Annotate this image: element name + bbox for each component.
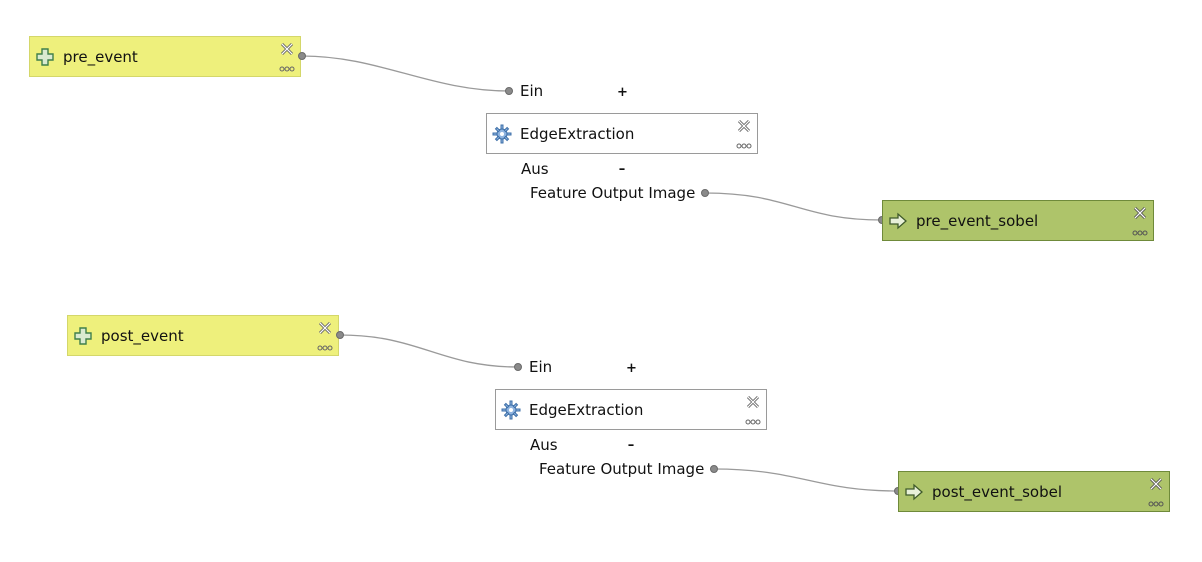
link-post-event-to-ein — [339, 334, 519, 368]
output-port[interactable] — [298, 52, 306, 60]
input-section-label: Ein — [520, 82, 544, 100]
input-node-label: pre_event — [63, 47, 138, 66]
close-icon[interactable] — [279, 41, 295, 57]
input-node-label: post_event — [101, 326, 184, 345]
gear-icon — [501, 400, 521, 420]
algorithm-node-edge-extraction[interactable]: EdgeExtraction — [486, 113, 758, 154]
more-options-icon[interactable] — [736, 143, 752, 149]
input-port[interactable] — [505, 87, 513, 95]
output-node-label: post_event_sobel — [932, 482, 1063, 501]
algorithm-node-edge-extraction[interactable]: EdgeExtraction — [495, 389, 767, 430]
link-pre-event-to-ein — [301, 55, 510, 92]
output-node-pre-event-sobel[interactable]: pre_event_sobel — [882, 200, 1154, 241]
more-options-icon[interactable] — [1148, 501, 1164, 507]
output-section-label: Aus — [521, 160, 549, 178]
close-icon[interactable] — [745, 394, 761, 410]
plus-input-icon — [73, 326, 93, 346]
collapse-outputs-toggle[interactable]: – — [618, 162, 626, 177]
gear-icon — [492, 124, 512, 144]
input-node-post-event[interactable]: post_event — [67, 315, 339, 356]
output-node-label: pre_event_sobel — [916, 211, 1039, 230]
close-icon[interactable] — [1148, 476, 1164, 492]
arrow-output-icon — [888, 211, 908, 231]
output-port[interactable] — [701, 189, 709, 197]
input-section-label: Ein — [529, 358, 553, 376]
output-port[interactable] — [710, 465, 718, 473]
plus-input-icon — [35, 47, 55, 67]
more-options-icon[interactable] — [279, 66, 295, 72]
close-icon[interactable] — [317, 320, 333, 336]
link-feature-output-to-post-sobel — [713, 468, 899, 492]
more-options-icon[interactable] — [1132, 230, 1148, 236]
link-feature-output-to-pre-sobel — [704, 192, 883, 221]
more-options-icon[interactable] — [745, 419, 761, 425]
expand-inputs-toggle[interactable]: + — [617, 85, 628, 100]
close-icon[interactable] — [736, 118, 752, 134]
more-options-icon[interactable] — [317, 345, 333, 351]
output-section-label: Aus — [530, 436, 558, 454]
output-node-post-event-sobel[interactable]: post_event_sobel — [898, 471, 1170, 512]
expand-inputs-toggle[interactable]: + — [626, 361, 637, 376]
output-port[interactable] — [336, 331, 344, 339]
arrow-output-icon — [904, 482, 924, 502]
algorithm-node-label: EdgeExtraction — [529, 400, 644, 419]
input-port[interactable] — [514, 363, 522, 371]
collapse-outputs-toggle[interactable]: – — [627, 438, 635, 453]
input-node-pre-event[interactable]: pre_event — [29, 36, 301, 77]
output-parameter-label: Feature Output Image — [530, 184, 696, 202]
close-icon[interactable] — [1132, 205, 1148, 221]
algorithm-node-label: EdgeExtraction — [520, 124, 635, 143]
output-parameter-label: Feature Output Image — [539, 460, 705, 478]
